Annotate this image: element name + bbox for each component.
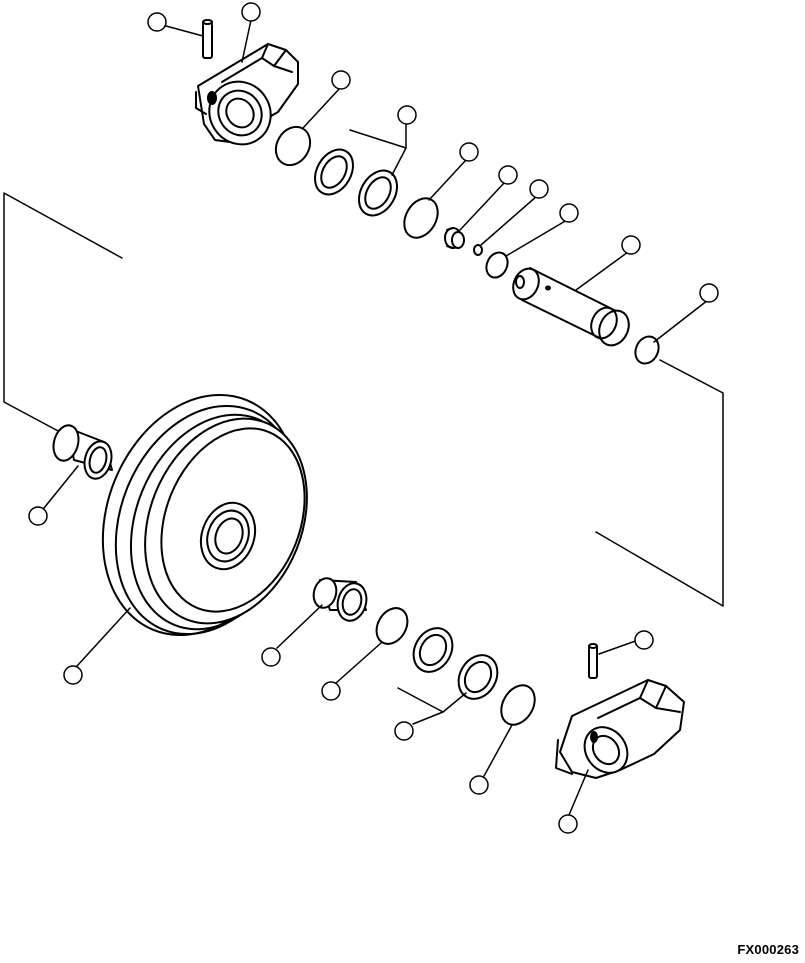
assembly-frame-lines (3, 192, 724, 607)
idler-wheel (101, 393, 308, 637)
callout-circles (28, 2, 719, 834)
lower-dowel-pin (588, 643, 598, 679)
upper-o-ring-2 (403, 197, 439, 239)
leader-lines (43, 19, 709, 816)
figure-code: FX000263 (737, 942, 799, 957)
lower-floating-seal-1 (412, 627, 454, 673)
upper-floating-seal-2 (358, 169, 398, 217)
small-o-ring (485, 251, 509, 279)
upper-floating-seal-1 (314, 148, 354, 196)
upper-bearing-housing (195, 43, 299, 146)
lower-bearing-housing (555, 679, 685, 779)
upper-o-ring-large (274, 125, 312, 167)
lower-bushing (312, 577, 368, 622)
lower-floating-seal-2 (457, 654, 499, 700)
small-ring (473, 244, 483, 256)
idler-shaft (512, 267, 630, 347)
plug (444, 227, 465, 249)
lower-o-ring-1 (375, 607, 409, 645)
left-bushing (52, 424, 113, 480)
upper-dowel-pin (202, 19, 213, 59)
right-o-ring (634, 335, 660, 365)
lower-o-ring-2 (500, 684, 536, 726)
